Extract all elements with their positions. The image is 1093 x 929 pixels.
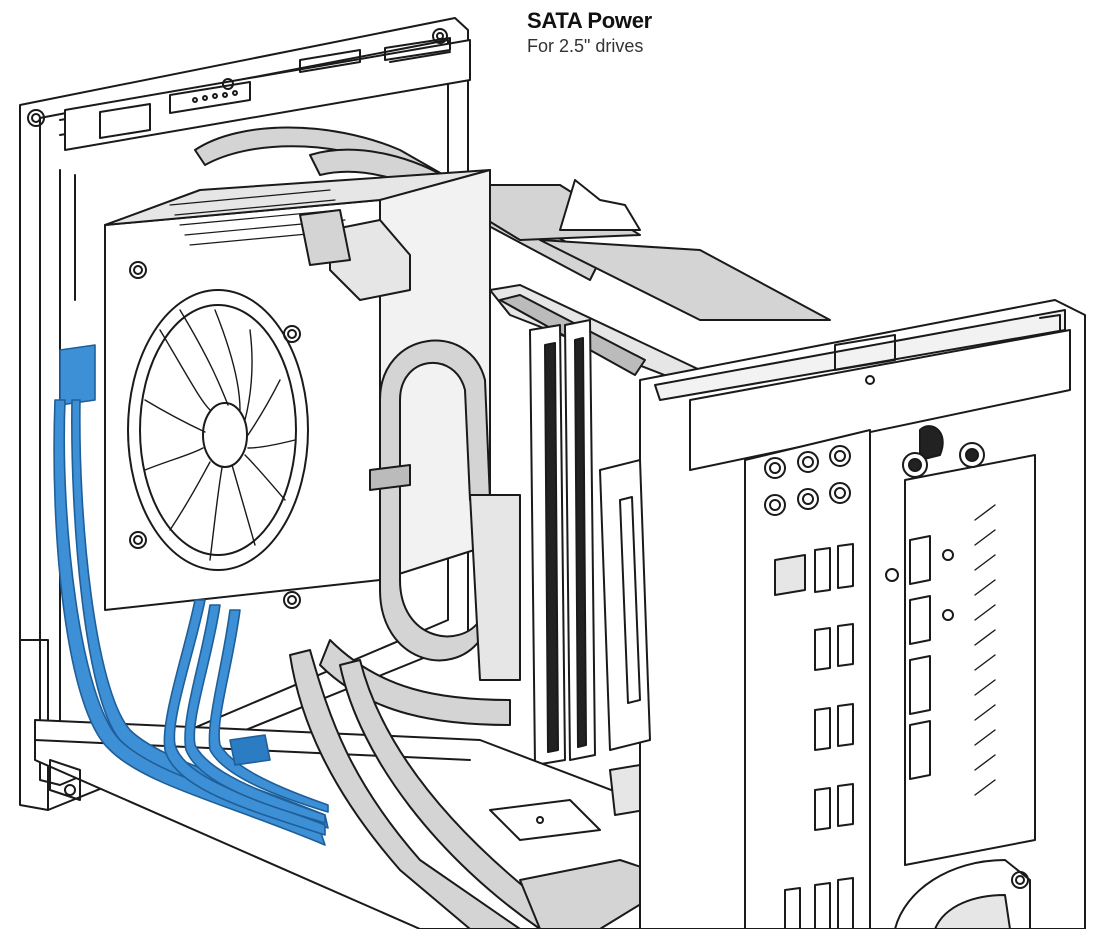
callout-subtitle: For 2.5" drives bbox=[527, 36, 644, 56]
callout-label: SATA Power For 2.5" drives bbox=[527, 8, 652, 57]
sata-power-cable bbox=[53, 344, 329, 846]
gray-24pin-cable bbox=[319, 339, 521, 726]
ac-inlet bbox=[894, 859, 1031, 929]
callout-title: SATA Power bbox=[527, 8, 652, 33]
top-bracket bbox=[64, 37, 471, 151]
gpu-bracket bbox=[885, 425, 1036, 866]
psu-connector bbox=[299, 209, 411, 301]
psu-unit bbox=[104, 169, 491, 611]
cpu-bracket bbox=[599, 459, 651, 751]
psu-fan bbox=[127, 289, 309, 571]
io-shield bbox=[744, 429, 871, 929]
